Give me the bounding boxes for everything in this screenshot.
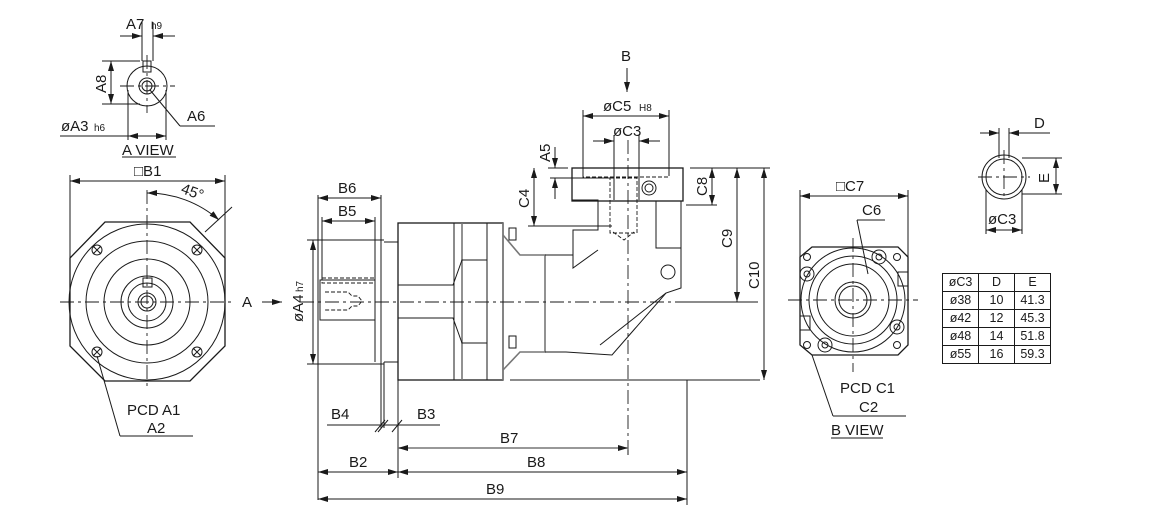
table-cell: 51.8 (1014, 327, 1051, 346)
label-b7: B7 (500, 430, 518, 447)
b-view (788, 190, 918, 439)
table-header: D (978, 273, 1015, 292)
side-view (300, 68, 770, 505)
table-cell: ø48 (942, 327, 979, 346)
table-row: ø55 16 59.3 (942, 345, 1051, 364)
table-cell: 41.3 (1014, 291, 1051, 310)
label-b8: B8 (527, 454, 545, 471)
label-a4-tolerance: h7 (295, 280, 306, 292)
label-view-a-arrow: A (242, 294, 252, 311)
dimension-table: øC3 D E ø38 10 41.3 ø42 12 45.3 ø48 14 5… (942, 273, 1051, 364)
table-cell: 45.3 (1014, 309, 1051, 328)
label-pcd-a1: PCD A1 (127, 402, 180, 419)
table-cell: 14 (978, 327, 1015, 346)
table-header: øC3 (942, 273, 979, 292)
table-cell: ø42 (942, 309, 979, 328)
table-cell: ø38 (942, 291, 979, 310)
table-row: ø38 10 41.3 (942, 291, 1051, 310)
label-e: E (1036, 173, 1053, 183)
label-45-degrees: 45° (179, 180, 206, 204)
label-a6: A6 (187, 108, 205, 125)
label-a7-tolerance: h9 (151, 21, 163, 32)
label-c9: C9 (719, 229, 736, 248)
label-pcd-c1: PCD C1 (840, 380, 895, 397)
label-c7: □C7 (836, 178, 864, 195)
table-cell: 10 (978, 291, 1015, 310)
label-a3: øA3 (61, 118, 89, 135)
label-a4: øA4 (290, 294, 307, 322)
label-a8: A8 (93, 75, 110, 93)
table-row: ø48 14 51.8 (942, 327, 1051, 346)
label-a7: A7 (126, 16, 144, 33)
label-b4: B4 (331, 406, 349, 423)
label-c5: øC5 (603, 98, 631, 115)
a-view-title: A VIEW (122, 142, 175, 159)
table-header: E (1014, 273, 1051, 292)
label-b9: B9 (486, 481, 504, 498)
table-row: ø42 12 45.3 (942, 309, 1051, 328)
b-view-title: B VIEW (831, 422, 884, 439)
table-cell: 16 (978, 345, 1015, 364)
label-d: D (1034, 115, 1045, 132)
label-c4: C4 (516, 189, 533, 208)
table-cell: ø55 (942, 345, 979, 364)
label-a2: A2 (147, 420, 165, 437)
label-c3-side: øC3 (613, 123, 641, 140)
label-b6: B6 (338, 180, 356, 197)
label-c3-detail: øC3 (988, 211, 1016, 228)
table-header-row: øC3 D E (942, 273, 1051, 292)
label-c6: C6 (862, 202, 881, 219)
label-b2: B2 (349, 454, 367, 471)
bore-detail (978, 128, 1062, 234)
label-c2: C2 (859, 399, 878, 416)
front-view (60, 175, 282, 437)
label-view-b-arrow: B (621, 48, 631, 65)
label-c10: C10 (746, 261, 763, 289)
label-b3: B3 (417, 406, 435, 423)
table-cell: 59.3 (1014, 345, 1051, 364)
label-a3-tolerance: h6 (94, 123, 106, 134)
label-c5-tolerance: H8 (639, 103, 652, 114)
a-view (60, 22, 215, 158)
label-b1: □B1 (134, 163, 161, 180)
table-cell: 12 (978, 309, 1015, 328)
output-flange (571, 167, 684, 202)
bolt-holes (91, 244, 203, 358)
label-a5: A5 (537, 144, 554, 162)
label-b5: B5 (338, 203, 356, 220)
label-c8: C8 (694, 177, 711, 196)
